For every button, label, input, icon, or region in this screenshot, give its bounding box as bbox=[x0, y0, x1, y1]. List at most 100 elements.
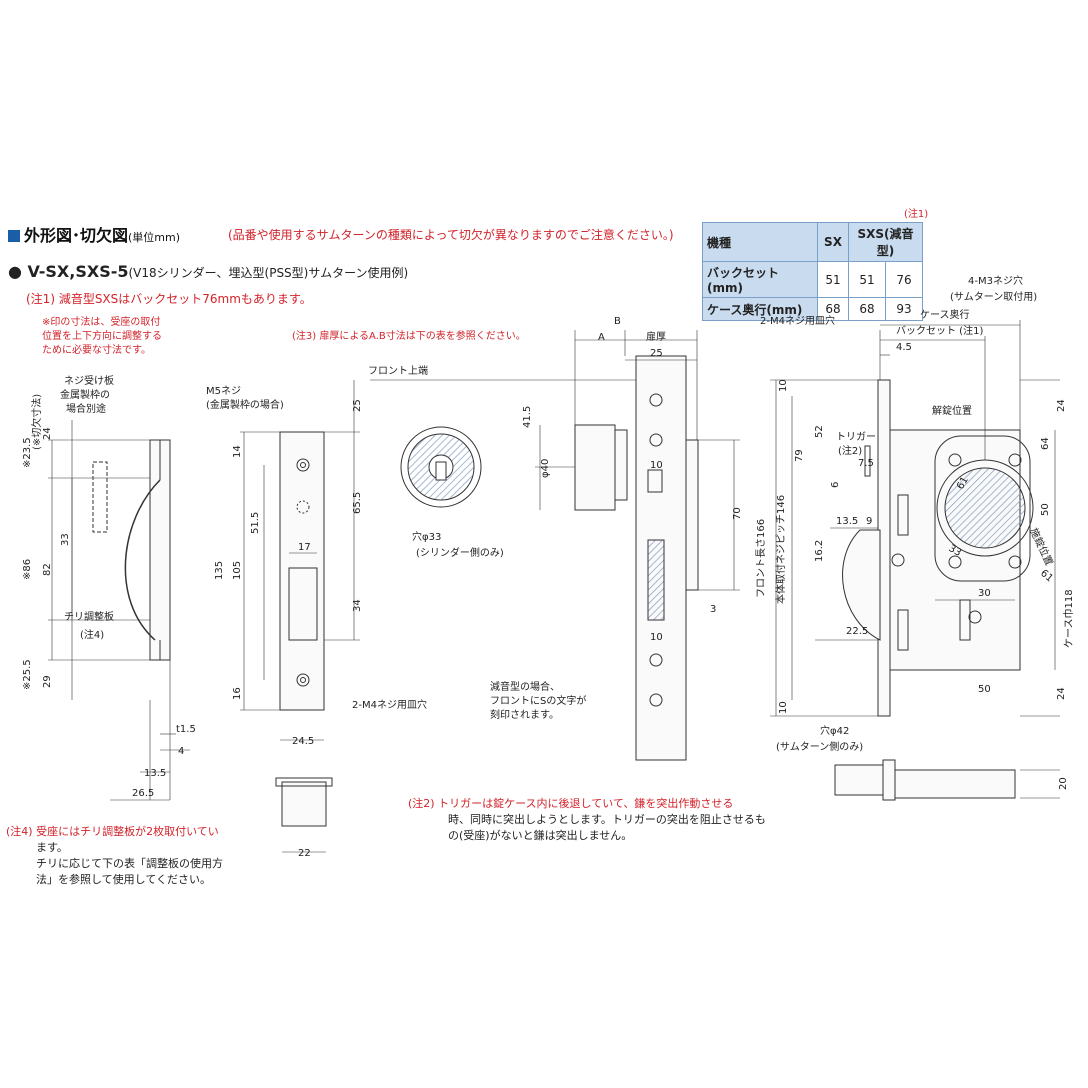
m3-label: 4-M3ネジ穴 bbox=[968, 274, 1023, 287]
table-header: SXS(減音型) bbox=[848, 222, 923, 262]
dim-label: 50 bbox=[1040, 503, 1051, 516]
dim-label: 26.5 bbox=[132, 788, 154, 799]
unit-text: (単位mm) bbox=[128, 231, 181, 244]
model-name: V-SX,SXS-5 bbox=[27, 262, 129, 281]
dim-label: 4.5 bbox=[896, 342, 912, 353]
dim-label: t1.5 bbox=[176, 724, 196, 735]
dim-label: 65.5 bbox=[352, 492, 363, 514]
unlock-label: 解錠位置 bbox=[932, 404, 972, 417]
dim-label: 3 bbox=[710, 604, 716, 615]
dim-label: 20 bbox=[1058, 777, 1069, 790]
note-4: (注4) 受座にはチリ調整板が2枚取付いてい ます。 チリに応じて下の表「調整板… bbox=[6, 824, 223, 888]
dim-label: 16.2 bbox=[814, 540, 825, 562]
table-header: 機種 bbox=[702, 222, 818, 262]
dim-label: 7.5 bbox=[858, 458, 874, 469]
table-header: SX bbox=[817, 222, 849, 262]
dim-label: 24 bbox=[1056, 687, 1067, 700]
table-cell: 68 bbox=[817, 297, 849, 321]
table-row: ケース奥行(mm) 68 68 93 bbox=[702, 297, 923, 321]
lock-side-view bbox=[370, 330, 740, 761]
table-cell: 76 bbox=[885, 261, 923, 298]
m5-label: M5ネジ bbox=[206, 385, 241, 397]
dim-label: 13.5 bbox=[144, 768, 166, 779]
hole33-label: (シリンダー側のみ) bbox=[416, 546, 504, 559]
dim-label: 52 bbox=[814, 425, 825, 438]
trigger-label: トリガー bbox=[836, 431, 876, 443]
dim-label: 105 bbox=[232, 561, 243, 580]
dim-label: 9 bbox=[866, 516, 872, 527]
m4-pan2-label: 2-M4ネジ用皿穴 bbox=[760, 314, 835, 327]
dim-label: 10 bbox=[778, 379, 789, 392]
table-cell: 51 bbox=[817, 261, 849, 298]
dim-label: 25 bbox=[352, 399, 363, 412]
note-4-line: チリに応じて下の表「調整板の使用方 bbox=[36, 857, 223, 870]
note-2-line: の(受座)がないと鎌は突出しません。 bbox=[448, 829, 633, 842]
table-cell: 68 bbox=[848, 297, 886, 321]
dim-label: 14 bbox=[232, 445, 243, 458]
dim-label: 10 bbox=[650, 460, 663, 471]
note-1: (注1) 減音型SXSはバックセット76mmもあります。 bbox=[26, 290, 312, 307]
dim-label: 41.5 bbox=[522, 406, 533, 428]
bullet-square-icon bbox=[8, 230, 20, 242]
screw-plate-label: 場合別途 bbox=[66, 402, 106, 415]
table-note: (注1) bbox=[904, 209, 929, 220]
dim-label: ※86 bbox=[22, 559, 33, 580]
cylinder-face bbox=[400, 426, 482, 508]
dim-label: 22.5 bbox=[846, 626, 868, 637]
sxs-label: 減音型の場合、 bbox=[490, 680, 560, 693]
dim-label: 24 bbox=[42, 427, 53, 440]
model-desc: (V18シリンダー、埋込型(PSS型)サムターン使用例) bbox=[128, 266, 409, 280]
dim-label: 135 bbox=[214, 561, 225, 580]
hole33-label: 穴φ33 bbox=[412, 530, 441, 543]
note-3: (注3) 扉厚によるA.B寸法は下の表を参照ください。 bbox=[292, 331, 526, 342]
dim-label: 33 bbox=[60, 533, 71, 546]
dim-label: 29 bbox=[42, 675, 53, 688]
dim-label: 24 bbox=[1056, 399, 1067, 412]
note-2-line: (注2) トリガーは錠ケース内に後退していて、鎌を突出作動させる bbox=[408, 797, 734, 810]
sxs-label: 刻印されます。 bbox=[490, 708, 559, 721]
front-length-label: フロント長さ166 bbox=[755, 519, 767, 598]
dim-label: 16 bbox=[232, 687, 243, 700]
note-2-line: 時、同時に突出しようとします。トリガーの突出を阻止させるも bbox=[448, 813, 766, 826]
table-cell: 93 bbox=[885, 297, 923, 321]
strike-side-view bbox=[48, 420, 190, 801]
note-4-line: ます。 bbox=[36, 841, 68, 854]
dim-label: 64 bbox=[1040, 437, 1051, 450]
dim-A: A bbox=[598, 332, 605, 343]
strike-front-view bbox=[240, 380, 360, 853]
warning-text: (品番や使用するサムターンの種類によって切欠が異なりますのでご注意ください。) bbox=[228, 228, 674, 242]
note-2: (注2) トリガーは錠ケース内に後退していて、鎌を突出作動させる 時、同時に突出… bbox=[408, 796, 766, 844]
dim-label: ※23.5 bbox=[22, 437, 33, 468]
star-note-line: 位置を上下方向に調整する bbox=[42, 331, 162, 342]
screw-plate-label: ネジ受け板 bbox=[64, 374, 114, 387]
dim-label: 6 bbox=[830, 482, 841, 488]
dim-label: 10 bbox=[778, 701, 789, 714]
dim-label: 24.5 bbox=[292, 736, 314, 747]
title-text: 外形図･切欠図 bbox=[24, 226, 129, 245]
case-width-label: ケース巾118 bbox=[1062, 589, 1075, 648]
table-row: バックセット(mm) 51 51 76 bbox=[702, 261, 923, 298]
chiri-label: チリ調整板 bbox=[64, 610, 114, 623]
pitch-label: 本体取付ネジピッチ146 bbox=[774, 495, 787, 604]
dim-label: 82 bbox=[42, 563, 53, 576]
case-depth-label: ケース奥行 bbox=[920, 308, 970, 321]
sxs-label: フロントにSの文字が bbox=[490, 694, 586, 707]
model-heading: ● V-SX,SXS-5(V18シリンダー、埋込型(PSS型)サムターン使用例) bbox=[8, 262, 409, 281]
m5-label: (金属製枠の場合) bbox=[206, 398, 284, 411]
hole42-label: 穴φ42 bbox=[820, 724, 849, 737]
lock-case-view bbox=[770, 320, 1060, 801]
dim-label: 30 bbox=[978, 588, 991, 599]
lock-label: 施錠位置 bbox=[1027, 526, 1056, 568]
dim-label: 61 bbox=[1038, 568, 1055, 585]
dim-label: 4 bbox=[178, 746, 184, 757]
trigger-label: (注2) bbox=[838, 444, 862, 457]
section-title: 外形図･切欠図(単位mm) bbox=[8, 222, 180, 246]
dim-label: 50 bbox=[978, 684, 991, 695]
dim-label: 17 bbox=[298, 542, 311, 553]
chiri-label: (注4) bbox=[80, 628, 104, 641]
hole42-label: (サムターン側のみ) bbox=[776, 740, 863, 753]
dim-label: φ40 bbox=[540, 459, 551, 478]
spec-table: 機種 SX SXS(減音型) バックセット(mm) 51 51 76 ケース奥行… bbox=[702, 222, 923, 321]
dim-label: 25 bbox=[650, 348, 663, 359]
